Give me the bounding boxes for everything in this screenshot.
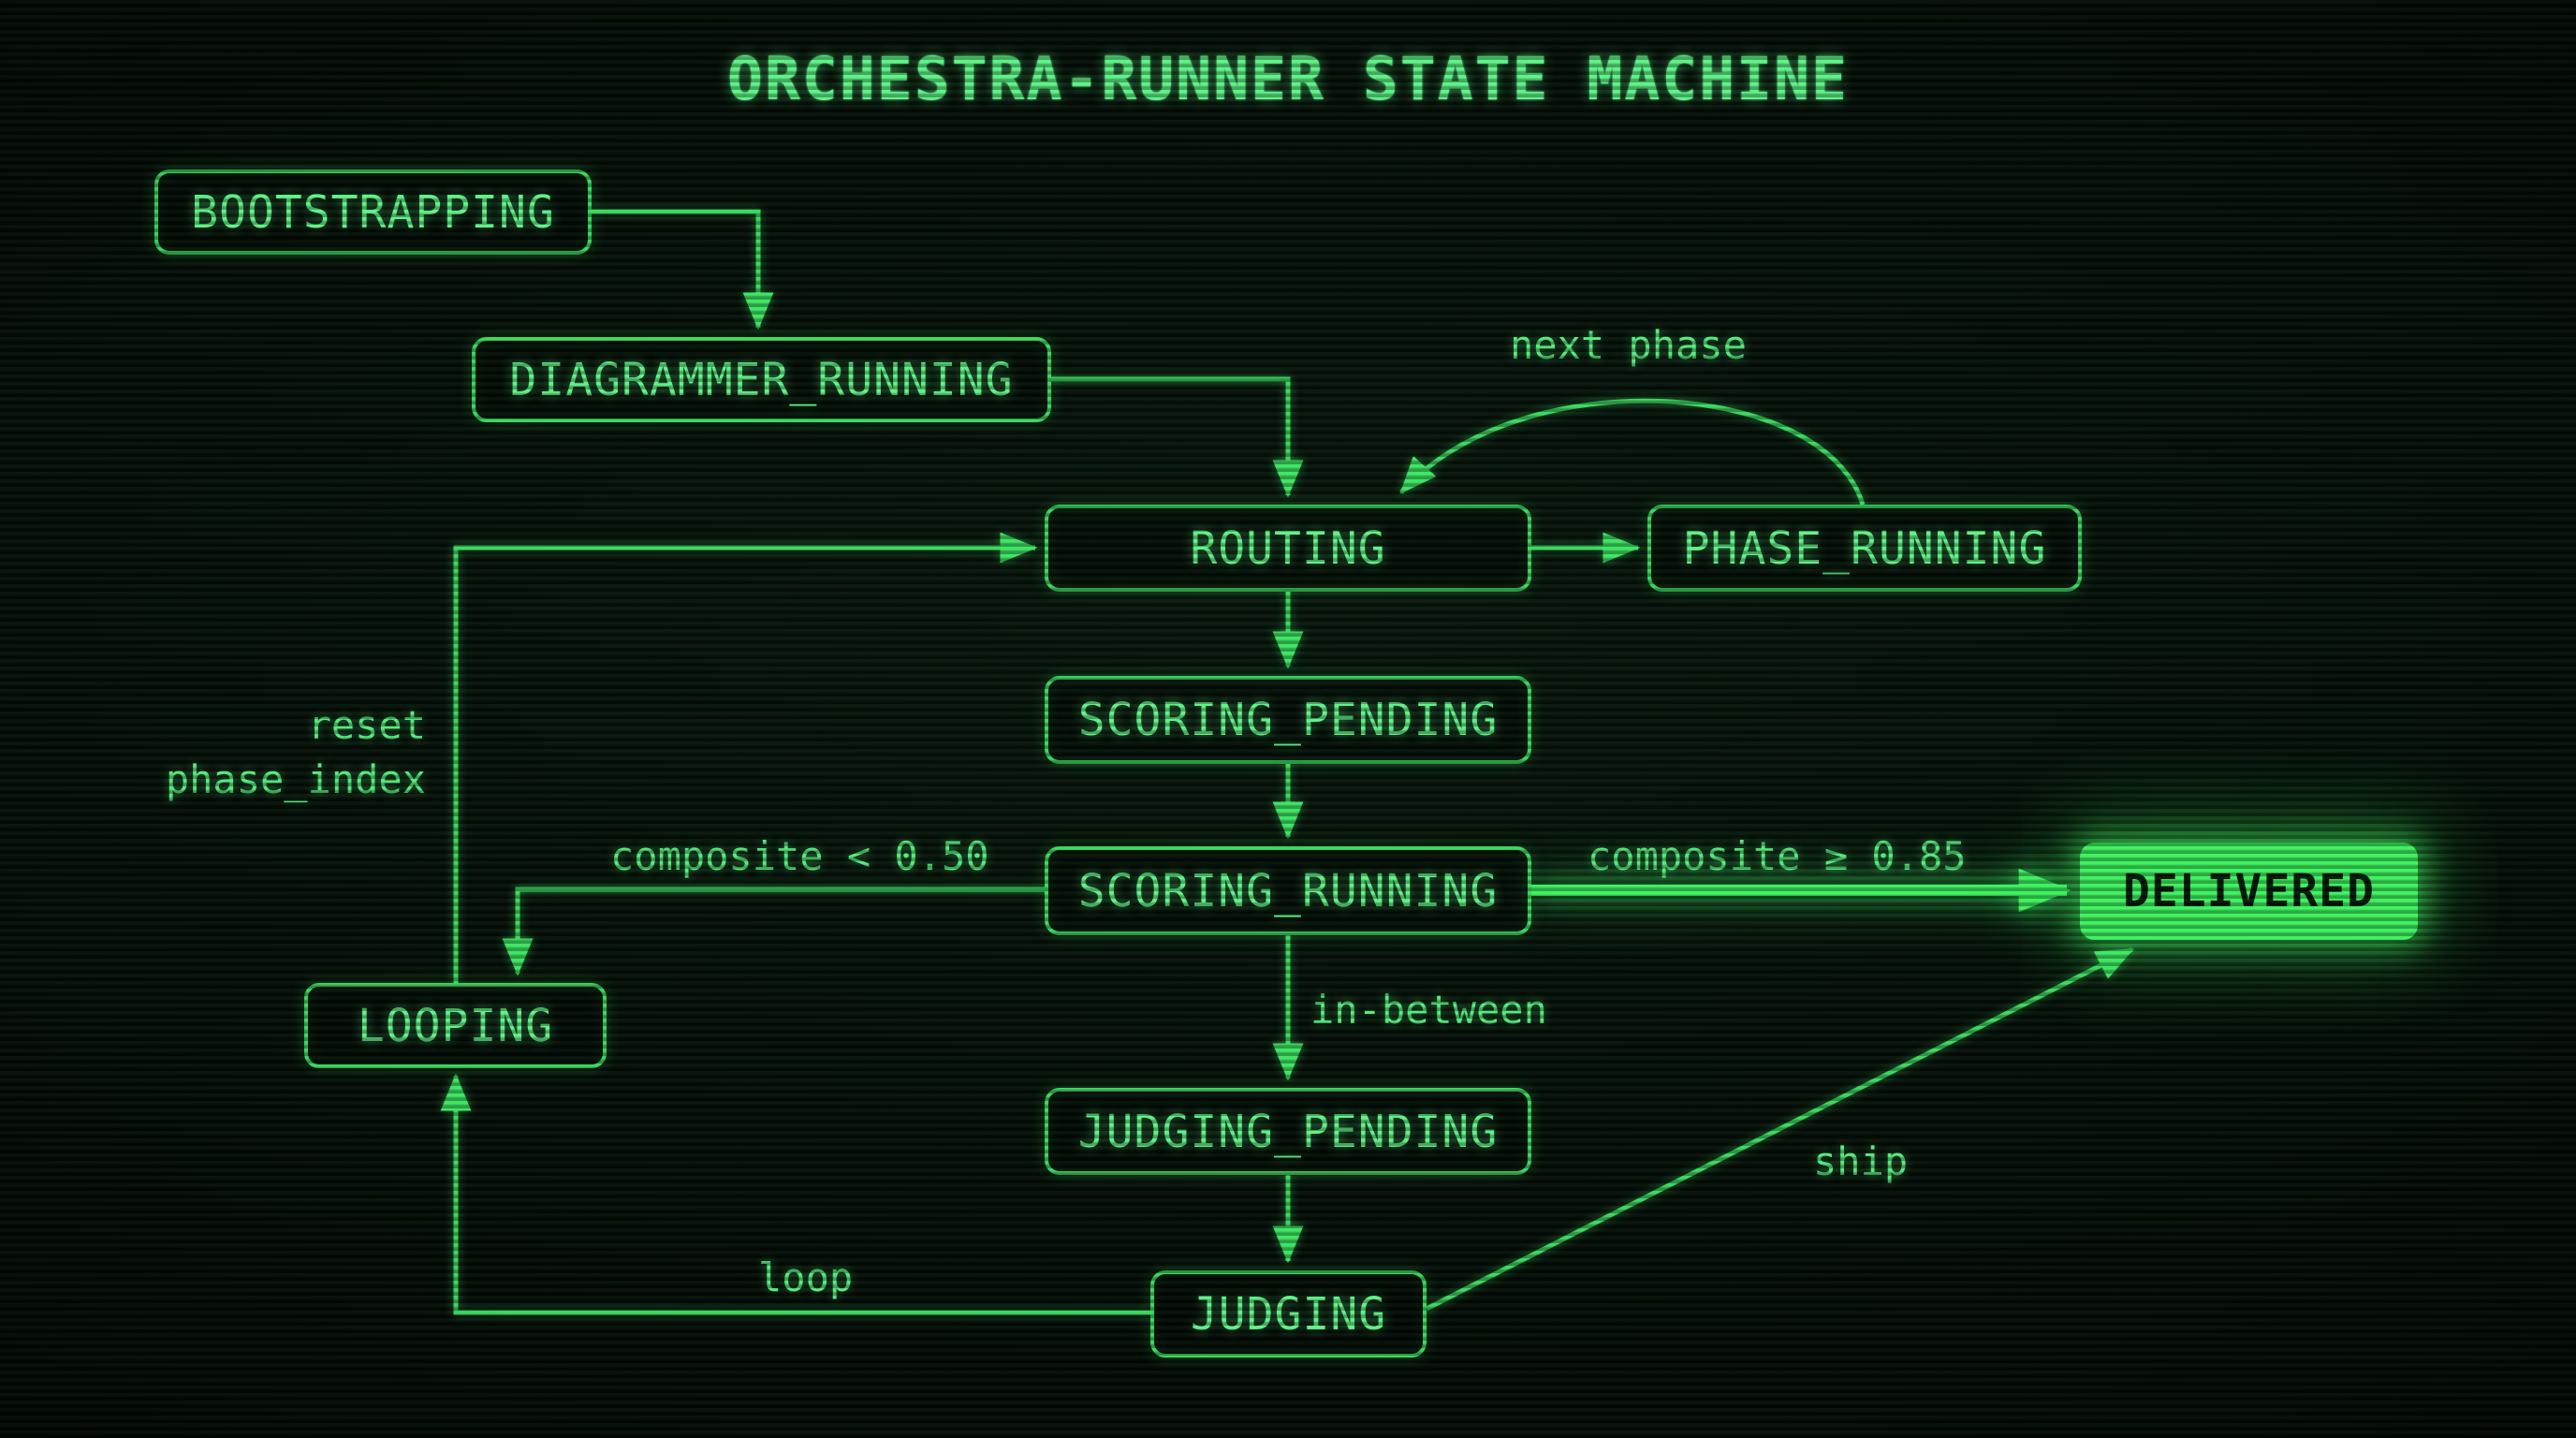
edge-label-composite-above-threshold: composite ≥ 0.85	[1588, 833, 1967, 879]
edge-diagrammer-to-routing	[1051, 376, 1304, 498]
edge-bootstrapping-to-diagrammer	[592, 209, 774, 330]
state-bootstrapping: BOOTSTRAPPING	[154, 169, 592, 255]
edge-label-in-between: in-between	[1310, 987, 1547, 1033]
edge-looping-to-routing-reset	[453, 532, 1038, 983]
edge-label-ship: ship	[1813, 1138, 1909, 1184]
edge-scoring-running-to-looping-composite-low	[502, 887, 1045, 976]
state-phase-running: PHASE_RUNNING	[1647, 505, 2082, 592]
state-judging: JUDGING	[1150, 1270, 1427, 1357]
edge-label-reset-phase-index: reset phase_index	[165, 702, 426, 802]
state-diagrammer-running: DIAGRAMMER_RUNNING	[472, 337, 1051, 422]
state-routing: ROUTING	[1045, 505, 1531, 592]
state-scoring-pending: SCORING_PENDING	[1045, 676, 1531, 764]
edge-label-composite-below-threshold: composite < 0.50	[610, 833, 989, 879]
diagram-title: ORCHESTRA-RUNNER STATE MACHINE	[727, 45, 1849, 113]
state-delivered: DELIVERED	[2080, 843, 2418, 940]
edge-label-next-phase: next phase	[1510, 322, 1747, 368]
state-scoring-running: SCORING_RUNNING	[1045, 846, 1531, 935]
state-judging-pending: JUDGING_PENDING	[1045, 1088, 1531, 1175]
state-looping: LOOPING	[304, 983, 607, 1068]
edge-label-loop: loop	[758, 1255, 854, 1300]
edge-phase-running-to-routing-next-phase	[1399, 398, 1866, 506]
